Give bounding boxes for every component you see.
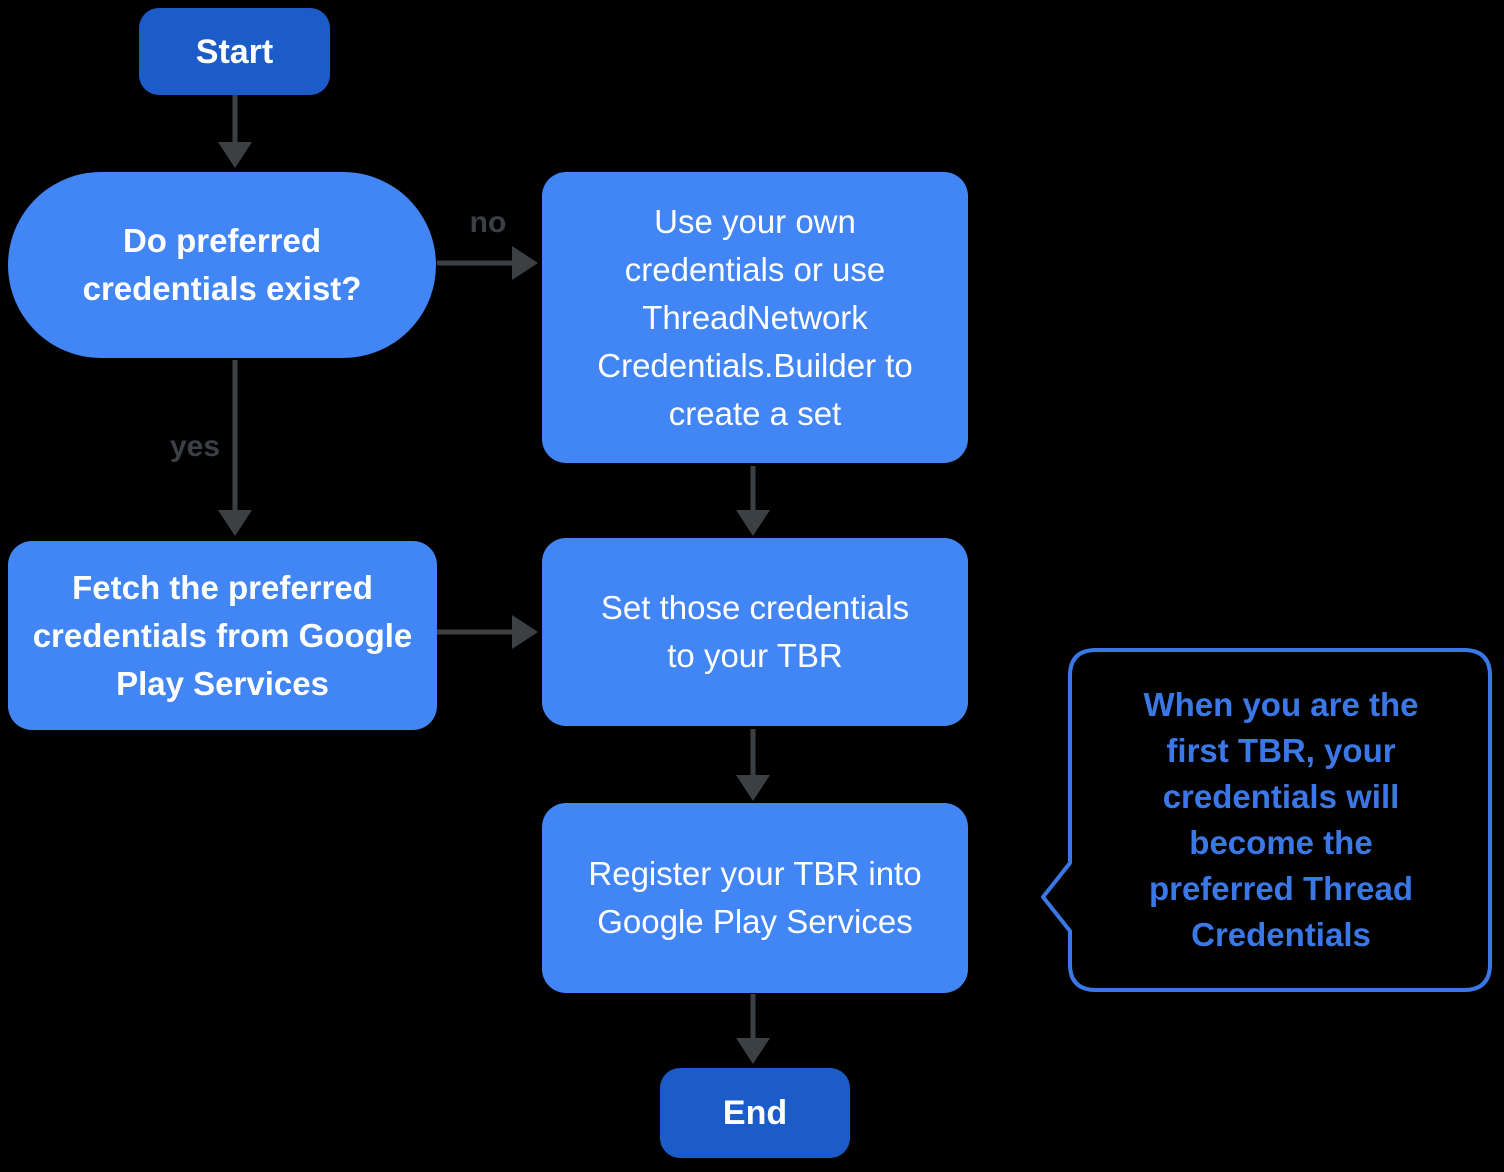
edge-label-yes: yes: [169, 430, 221, 463]
node-register-tbr-label: Register your TBR into Google Play Servi…: [588, 855, 922, 940]
arrow-set-to-register: [736, 729, 770, 801]
node-register-tbr: Register your TBR into Google Play Servi…: [542, 803, 968, 993]
node-use-own-credentials: Use your own credentials or use ThreadNe…: [542, 172, 968, 463]
node-fetch-credentials: Fetch the preferred credentials from Goo…: [8, 541, 437, 730]
node-use-own-credentials-label: Use your own credentials or use ThreadNe…: [597, 202, 913, 432]
callout-text-content: When you are the first TBR, your credent…: [1143, 686, 1419, 953]
node-end: End: [660, 1068, 850, 1158]
node-end-label: End: [722, 1094, 788, 1132]
arrow-start-to-decision: [218, 95, 252, 168]
node-set-credentials-label: Set those credentials to your TBR: [600, 589, 910, 674]
arrow-fetch-to-set: [437, 615, 538, 649]
callout-text: When you are the first TBR, your credent…: [1080, 650, 1482, 990]
node-decision-label: Do preferred credentials exist?: [82, 222, 362, 307]
arrow-use-own-to-set: [736, 466, 770, 536]
arrow-register-to-end: [736, 994, 770, 1064]
node-start: Start: [139, 8, 330, 95]
edge-label-no: no: [469, 206, 507, 239]
node-decision: Do preferred credentials exist?: [8, 172, 436, 358]
arrow-decision-to-use-own: [437, 246, 538, 280]
node-fetch-credentials-label: Fetch the preferred credentials from Goo…: [32, 568, 413, 702]
node-set-credentials: Set those credentials to your TBR: [542, 538, 968, 726]
node-start-label: Start: [195, 32, 274, 71]
